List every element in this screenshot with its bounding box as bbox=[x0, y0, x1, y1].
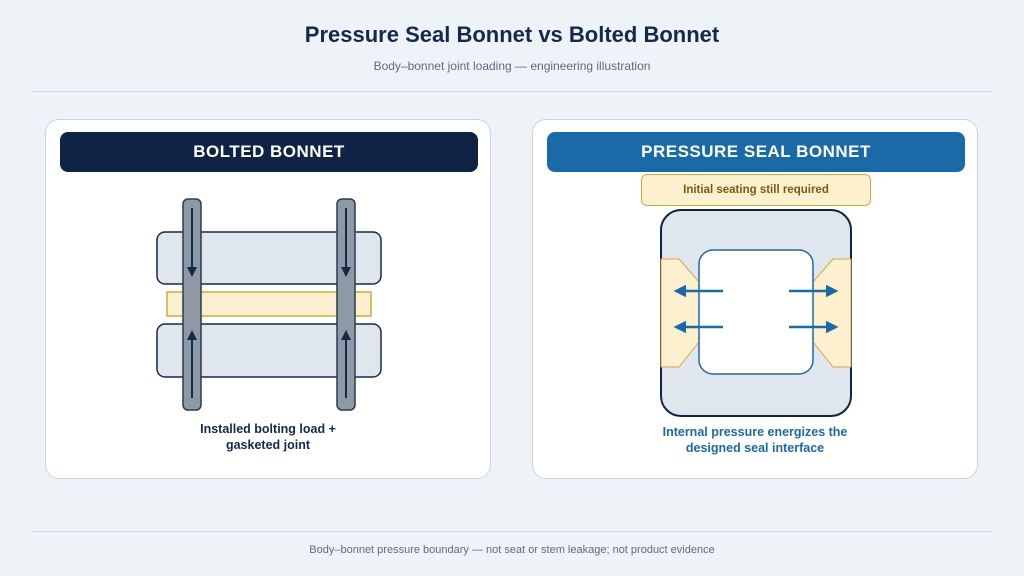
bolted-joint-diagram bbox=[156, 198, 382, 411]
bolted-bonnet-heading: BOLTED BONNET bbox=[60, 132, 478, 172]
pressure-seal-panel: PRESSURE SEAL BONNET Initial seating sti… bbox=[532, 119, 978, 479]
bolted-bonnet-panel: BOLTED BONNET Installed bolting load + g… bbox=[45, 119, 491, 479]
footer-note: Body–bonnet pressure boundary — not seat… bbox=[309, 544, 715, 556]
pressure-seal-heading: PRESSURE SEAL BONNET bbox=[547, 132, 965, 172]
page-title: Pressure Seal Bonnet vs Bolted Bonnet bbox=[304, 22, 720, 47]
upper-flange bbox=[156, 231, 382, 285]
lower-flange bbox=[156, 323, 382, 378]
pressure-seal-caption-line2: designed seal interface bbox=[685, 441, 825, 455]
footer-divider bbox=[32, 531, 992, 532]
left-bolt bbox=[182, 198, 202, 411]
pressure-cavity bbox=[698, 249, 814, 375]
header-divider bbox=[32, 91, 992, 92]
bolted-caption-line2: gasketed joint bbox=[225, 438, 311, 452]
pressure-seal-caption-line1: Internal pressure energizes the bbox=[662, 425, 848, 439]
page-subtitle: Body–bonnet joint loading — engineering … bbox=[373, 59, 651, 73]
bolted-caption-line1: Installed bolting load + bbox=[200, 422, 336, 436]
right-bolt bbox=[336, 198, 356, 411]
pressure-seal-diagram bbox=[660, 209, 852, 417]
seating-note: Initial seating still required bbox=[641, 174, 871, 206]
